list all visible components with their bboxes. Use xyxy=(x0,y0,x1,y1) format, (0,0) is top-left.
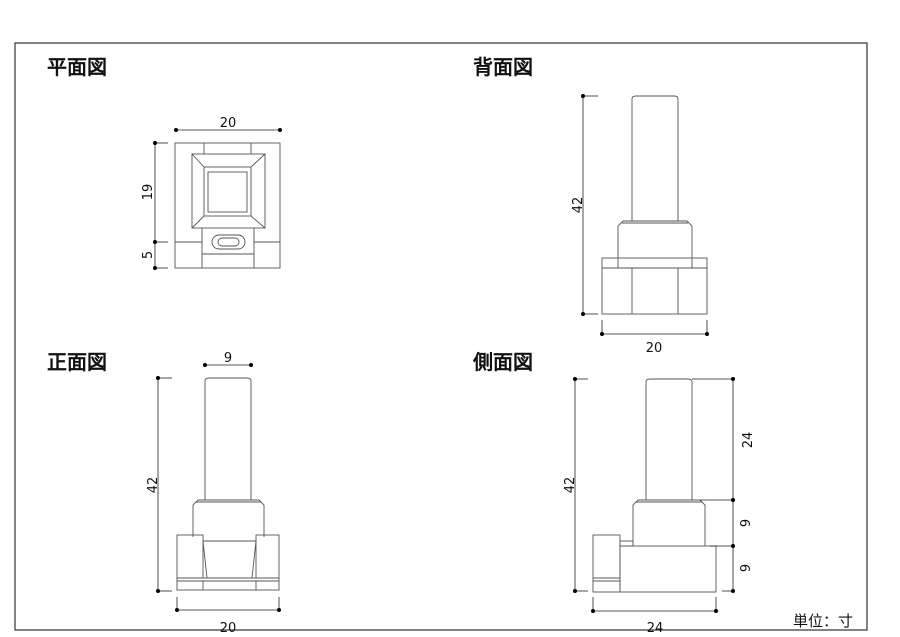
back-view: 背面図 42 20 xyxy=(473,55,709,356)
plan-width-label: 20 xyxy=(220,116,237,131)
side-height-label: 42 xyxy=(563,477,578,494)
plan-view: 平面図 20 19 5 xyxy=(47,55,282,270)
side-shaft-height-label: 24 xyxy=(741,432,756,449)
plan-height-upper-label: 19 xyxy=(141,184,156,201)
drawing-frame xyxy=(14,42,868,631)
side-collar-height-label: 9 xyxy=(739,519,754,527)
front-view-title: 正面図 xyxy=(47,350,107,374)
unit-label: 単位：寸 xyxy=(793,612,853,630)
front-view: 正面図 9 42 20 xyxy=(47,350,281,636)
plan-height-lower-label: 5 xyxy=(141,251,156,259)
plan-view-title: 平面図 xyxy=(47,55,107,79)
front-height-label: 42 xyxy=(146,477,161,494)
side-base-height-label: 9 xyxy=(739,564,754,572)
front-shaft-width-label: 9 xyxy=(224,351,232,366)
front-width-label: 20 xyxy=(220,621,237,636)
back-view-title: 背面図 xyxy=(473,55,533,79)
oval-knob-icon xyxy=(211,234,246,250)
side-view-title: 側面図 xyxy=(472,350,533,374)
side-width-label: 24 xyxy=(647,621,664,636)
side-view: 側面図 42 24 9 9 24 xyxy=(472,350,756,636)
back-width-label: 20 xyxy=(646,341,663,356)
back-height-label: 42 xyxy=(571,197,586,214)
